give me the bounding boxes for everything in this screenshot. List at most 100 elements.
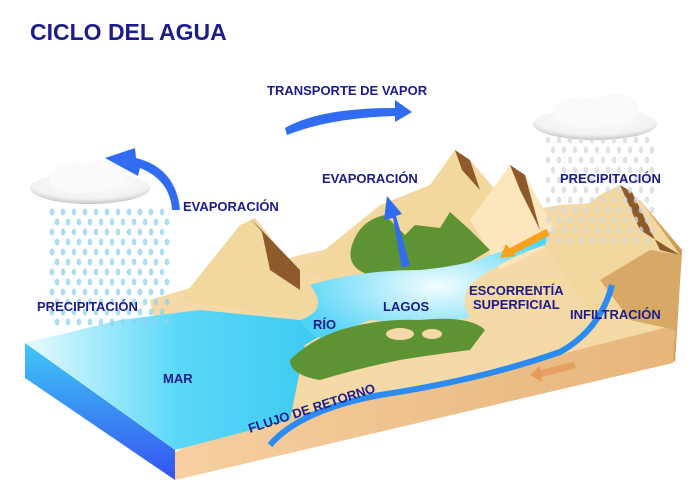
raindrop: [65, 258, 71, 266]
raindrop: [115, 208, 121, 216]
raindrop: [93, 228, 99, 236]
raindrop: [611, 156, 617, 164]
raindrop: [556, 156, 562, 164]
raindrop: [611, 136, 617, 144]
raindrop: [115, 308, 121, 316]
raindrop: [131, 318, 137, 326]
raindrop: [600, 216, 606, 224]
raindrop: [600, 196, 606, 204]
raindrop: [131, 278, 137, 286]
raindrop: [82, 248, 88, 256]
raindrop: [87, 318, 93, 326]
raindrop: [120, 258, 126, 266]
raindrop: [71, 308, 77, 316]
raindrop: [126, 228, 132, 236]
raindrop: [550, 206, 556, 214]
raindrop: [545, 156, 551, 164]
raindrop: [616, 186, 622, 194]
raindrop: [71, 248, 77, 256]
raindrop: [622, 176, 628, 184]
raindrop: [104, 268, 110, 276]
raindrop: [49, 268, 55, 276]
raindrop: [109, 218, 115, 226]
raindrop: [649, 166, 655, 174]
return-flow-channel: [267, 284, 615, 447]
raindrop: [583, 206, 589, 214]
runoff-arrowhead: [500, 244, 516, 258]
forest-upper: [350, 212, 490, 275]
raindrop: [633, 136, 639, 144]
raindrop: [164, 238, 170, 246]
raindrop: [93, 308, 99, 316]
raindrop: [131, 218, 137, 226]
raindrop: [545, 196, 551, 204]
raindrop: [142, 278, 148, 286]
raindrop: [616, 166, 622, 174]
raindrop: [159, 288, 165, 296]
raindrop: [622, 156, 628, 164]
raindrop: [627, 146, 633, 154]
raindrop: [633, 216, 639, 224]
raindrop: [82, 308, 88, 316]
raindrop: [561, 166, 567, 174]
cloud-right: [533, 94, 657, 140]
raindrop: [600, 176, 606, 184]
raindrop: [572, 166, 578, 174]
raindrop: [594, 166, 600, 174]
raindrop: [153, 218, 159, 226]
raindrop: [82, 208, 88, 216]
raindrop: [142, 238, 148, 246]
raindrop: [545, 136, 551, 144]
raindrop: [54, 278, 60, 286]
raindrop: [589, 176, 595, 184]
raindrop: [578, 176, 584, 184]
label-escorrentia: ESCORRENTÍA: [469, 283, 564, 298]
raindrop: [545, 216, 551, 224]
raindrop: [545, 236, 551, 244]
raindrop: [622, 136, 628, 144]
raindrop: [148, 208, 154, 216]
raindrop: [622, 236, 628, 244]
raindrop: [71, 288, 77, 296]
raindrop: [633, 236, 639, 244]
raindrop: [104, 248, 110, 256]
raindrop: [71, 228, 77, 236]
infiltration-arrowhead: [530, 366, 542, 382]
raindrop: [54, 298, 60, 306]
raindrop: [649, 206, 655, 214]
raindrop: [550, 226, 556, 234]
raindrop: [589, 136, 595, 144]
raindrop: [600, 136, 606, 144]
raindrop: [159, 308, 165, 316]
raindrop: [572, 146, 578, 154]
raindrop: [49, 248, 55, 256]
raindrop: [589, 216, 595, 224]
raindrop: [616, 226, 622, 234]
raindrop: [611, 236, 617, 244]
raindrop: [644, 196, 650, 204]
raindrop: [137, 288, 143, 296]
label-lagos: LAGOS: [383, 299, 430, 314]
raindrop: [60, 308, 66, 316]
raindrop: [605, 186, 611, 194]
raindrop: [611, 216, 617, 224]
label-transporte-vapor: TRANSPORTE DE VAPOR: [267, 83, 428, 98]
raindrop: [627, 166, 633, 174]
raindrop: [109, 238, 115, 246]
raindrop: [600, 236, 606, 244]
raindrop: [159, 268, 165, 276]
raindrop: [98, 238, 104, 246]
raindrop: [594, 146, 600, 154]
raindrop: [148, 268, 154, 276]
raindrop: [572, 206, 578, 214]
raindrop: [104, 228, 110, 236]
raindrop: [76, 278, 82, 286]
raindrop: [556, 176, 562, 184]
raindrop: [126, 308, 132, 316]
raindrop: [76, 238, 82, 246]
raindrop: [561, 206, 567, 214]
raindrop: [556, 216, 562, 224]
raindrop: [583, 166, 589, 174]
raindrop: [126, 248, 132, 256]
